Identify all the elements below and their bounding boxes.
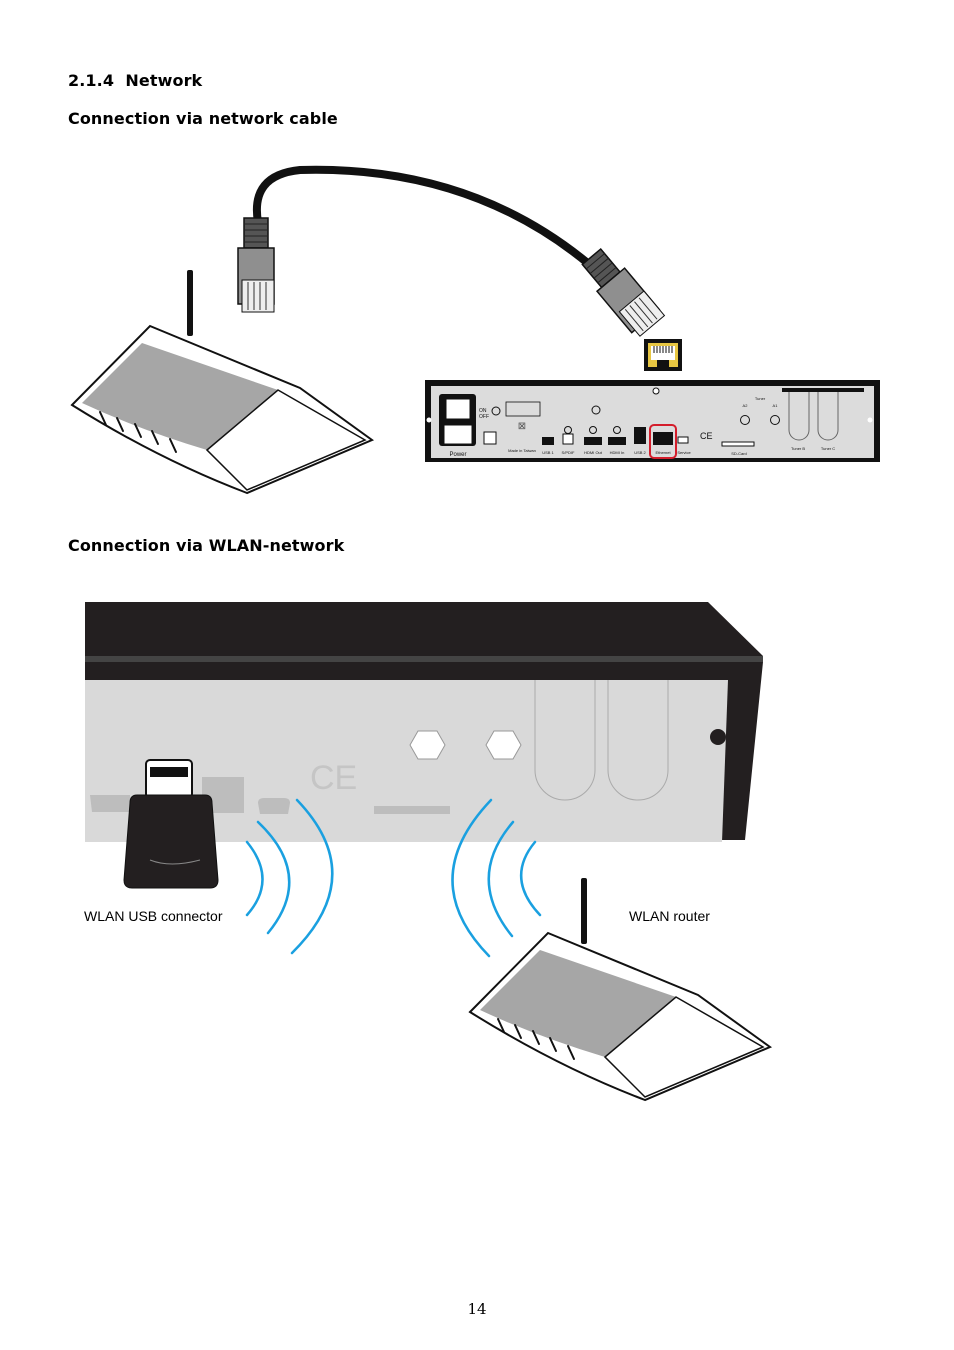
receiver-closeup: CE xyxy=(85,602,763,842)
ce-mark-small: CE xyxy=(700,431,713,441)
tuner-a2-label: A2 xyxy=(743,403,749,408)
service-label: Service xyxy=(677,450,691,455)
cable-connection-heading: Connection via network cable xyxy=(68,109,338,128)
tuner-a1-label: A1 xyxy=(773,403,779,408)
power-label: Power xyxy=(449,452,466,458)
spdif-label: S/PDIF xyxy=(562,450,575,455)
off-label: OFF xyxy=(479,414,489,420)
sd-card-label: SD-Card xyxy=(731,451,747,456)
router-illustration xyxy=(70,270,375,495)
wlan-connection-figure: CE xyxy=(85,602,773,1102)
usb1-label: USB 1 xyxy=(542,450,554,455)
on-label: ON xyxy=(479,408,487,414)
tuner-c-label: Tuner C xyxy=(821,446,835,451)
section-number: 2.1.4 xyxy=(68,71,115,90)
receiver-rear-panel: Power ON OFF ⊠ Made in Taiwan CE USB 1 S… xyxy=(425,380,880,462)
router-wifi-signal-icon xyxy=(451,798,542,958)
hdmi-in-label: HDMI In xyxy=(610,450,625,455)
section-title: Network xyxy=(125,71,203,90)
page-number: 14 xyxy=(467,1300,487,1318)
wlan-connection-heading: Connection via WLAN-network xyxy=(68,536,345,555)
made-in-label: Made in Taiwan xyxy=(508,448,536,453)
wlan-router-caption: WLAN router xyxy=(629,908,710,924)
wlan-usb-stick-illustration xyxy=(123,759,219,889)
network-cable xyxy=(237,165,666,337)
tuner-label: Tuner xyxy=(755,396,766,401)
wlan-usb-connector-caption: WLAN USB connector xyxy=(84,908,223,924)
ethernet-label: Ethernet xyxy=(655,450,671,455)
usb2-label: USB 2 xyxy=(634,450,646,455)
tuner-b-label: Tuner B xyxy=(791,446,805,451)
section-heading: 2.1.4 Network xyxy=(68,71,202,90)
ethernet-port-zoom xyxy=(644,339,682,371)
weee-bin-icon: ⊠ xyxy=(518,421,526,432)
hdmi-out-label: HDMI Out xyxy=(584,450,603,455)
usb-wifi-signal-icon xyxy=(245,798,334,955)
cable-connection-figure: Power ON OFF ⊠ Made in Taiwan CE USB 1 S… xyxy=(70,165,880,495)
wlan-router-illustration xyxy=(468,878,773,1102)
ce-mark-icon: CE xyxy=(310,759,357,797)
